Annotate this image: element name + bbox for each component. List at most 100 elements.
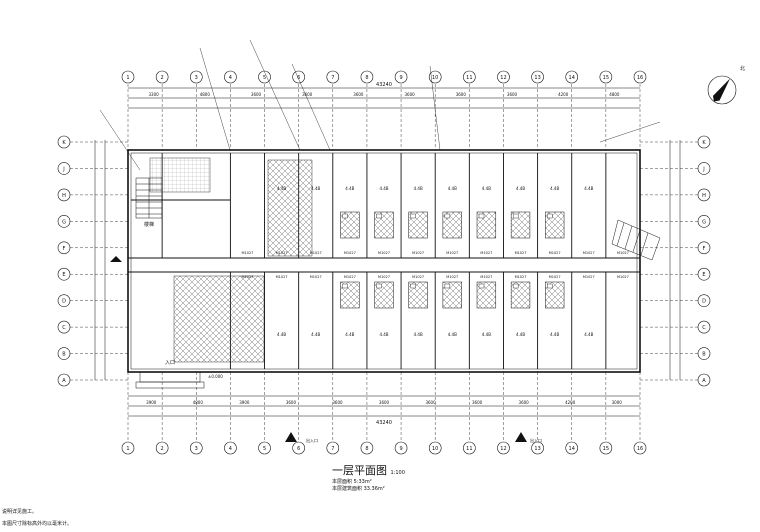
- entrance-label-right-2: 出入口: [530, 437, 542, 443]
- axis-label: 10: [432, 446, 438, 452]
- room-label: 4.4B: [414, 332, 423, 337]
- total-dimension-top: 43240: [376, 82, 392, 88]
- drawing-title: 一层平面图 1:100: [332, 462, 405, 478]
- room-label: 4.4B: [379, 186, 388, 191]
- axis-bubble: [697, 267, 711, 281]
- axis-bubble: [599, 441, 613, 455]
- bathroom-pod: [510, 211, 531, 239]
- dimension-label: 3600: [251, 92, 262, 97]
- axis-label: 16: [637, 446, 643, 452]
- area-line-2: 本层建筑面积 33.36m²: [332, 486, 385, 492]
- axis-label: D: [702, 299, 706, 305]
- axis-bubble: [697, 373, 711, 387]
- door-tag: M1027: [344, 251, 356, 255]
- north-label: 北: [740, 65, 745, 72]
- total-dimension-bottom: 43240: [376, 420, 392, 426]
- axis-bubble: [258, 70, 271, 84]
- entrance-steps: [135, 371, 205, 389]
- door-tag: M1027: [446, 275, 458, 279]
- dimension-label: 3600: [302, 92, 313, 97]
- dimension-lines: [94, 87, 681, 417]
- door-tag: M1027: [480, 275, 492, 279]
- dimension-label: 4800: [200, 92, 211, 97]
- note-line-1: 说明详见施工。: [2, 509, 38, 515]
- door-tag: M1027: [515, 275, 527, 279]
- axis-bubble: [326, 70, 340, 84]
- axis-label: H: [702, 193, 706, 199]
- room-label: 4.4B: [311, 186, 320, 191]
- toilet-icon: [547, 283, 553, 289]
- axis-bubble: [57, 320, 71, 334]
- axis-label: 8: [365, 446, 368, 452]
- dimension-label: 3600: [332, 400, 343, 405]
- axis-bubble: [121, 70, 135, 84]
- axis-bubble: [155, 441, 169, 455]
- axis-bubble: [633, 441, 647, 455]
- room-label: 4.4B: [482, 186, 491, 191]
- section-markers: [285, 432, 527, 442]
- bathroom-pod: [408, 211, 428, 239]
- dimension-label: 3000: [612, 400, 623, 405]
- room-label: 4.4B: [277, 332, 286, 337]
- axis-label: 16: [637, 75, 643, 81]
- door-tag: M1027: [583, 251, 595, 255]
- bathroom-pod: [545, 211, 565, 239]
- axis-bubble: [394, 441, 408, 455]
- axis-label: 4: [229, 446, 232, 452]
- axis-label: F: [703, 246, 706, 252]
- door-tag: M1027: [412, 275, 424, 279]
- title-text: 一层平面图: [332, 464, 387, 477]
- door-tag: M1027: [412, 251, 424, 255]
- entrance-label-right: 出入口: [306, 437, 318, 443]
- entrance-arrow-icon: [110, 256, 122, 262]
- axis-bubble: [57, 188, 71, 202]
- axis-label: 10: [432, 75, 438, 81]
- toilet-icon: [342, 213, 348, 219]
- axis-label: E: [702, 272, 705, 278]
- axis-bubble: [697, 347, 711, 360]
- axis-label: J: [62, 166, 64, 172]
- room-label: 4.4B: [584, 186, 593, 191]
- room-label: 4.4B: [345, 186, 354, 191]
- axis-bubble: [258, 441, 271, 455]
- room-labels: 4.4B 4.4B 4.4B 4.4B 4.4B 4.4B 4.4B 4.4B 4.4B 4.4B…: [277, 186, 594, 337]
- axis-label: 1: [126, 75, 129, 81]
- axis-label: C: [702, 325, 706, 331]
- axis-label: 7: [331, 75, 334, 81]
- toilet-icon: [376, 213, 382, 219]
- axis-bubble: [697, 320, 711, 334]
- door-tag: M1027: [344, 275, 356, 279]
- axis-bubble: [57, 347, 71, 360]
- door-tag: M1027: [549, 275, 561, 279]
- dimension-label: 3600: [519, 400, 530, 405]
- bathroom-pod: [442, 281, 462, 309]
- door-tag: M1027: [617, 251, 629, 255]
- toilet-icon: [444, 283, 451, 289]
- room-label: 4.4B: [414, 186, 423, 191]
- axis-label: B: [62, 352, 66, 358]
- toilet-icon: [410, 213, 416, 219]
- toilet-icon: [478, 213, 485, 219]
- axis-bubble: [155, 70, 169, 84]
- axis-label: 12: [500, 446, 506, 452]
- axis-bubble: [428, 70, 442, 84]
- axis-label: 5: [263, 75, 266, 81]
- door-tags: M1027M1027M1027M1027M1027M1027M1027M1027…: [241, 251, 628, 279]
- toilet-icon: [410, 283, 416, 289]
- door-tag: M1027: [378, 275, 390, 279]
- room-label: 4.4B: [345, 332, 354, 337]
- dimension-label: 3600: [379, 400, 390, 405]
- bathroom-pod: [510, 281, 531, 309]
- axis-bubble: [292, 441, 305, 455]
- axis-bubble: [633, 70, 647, 84]
- door-tag: M1027: [276, 251, 288, 255]
- axis-bubble: [57, 241, 71, 255]
- axis-label: 3: [195, 446, 198, 452]
- building-walls: [127, 149, 641, 373]
- room-label: 4.4B: [379, 332, 388, 337]
- axis-bubble: [497, 441, 510, 455]
- axis-bubble: [394, 70, 408, 84]
- axis-label: 14: [569, 75, 575, 81]
- axis-label: J: [702, 166, 704, 172]
